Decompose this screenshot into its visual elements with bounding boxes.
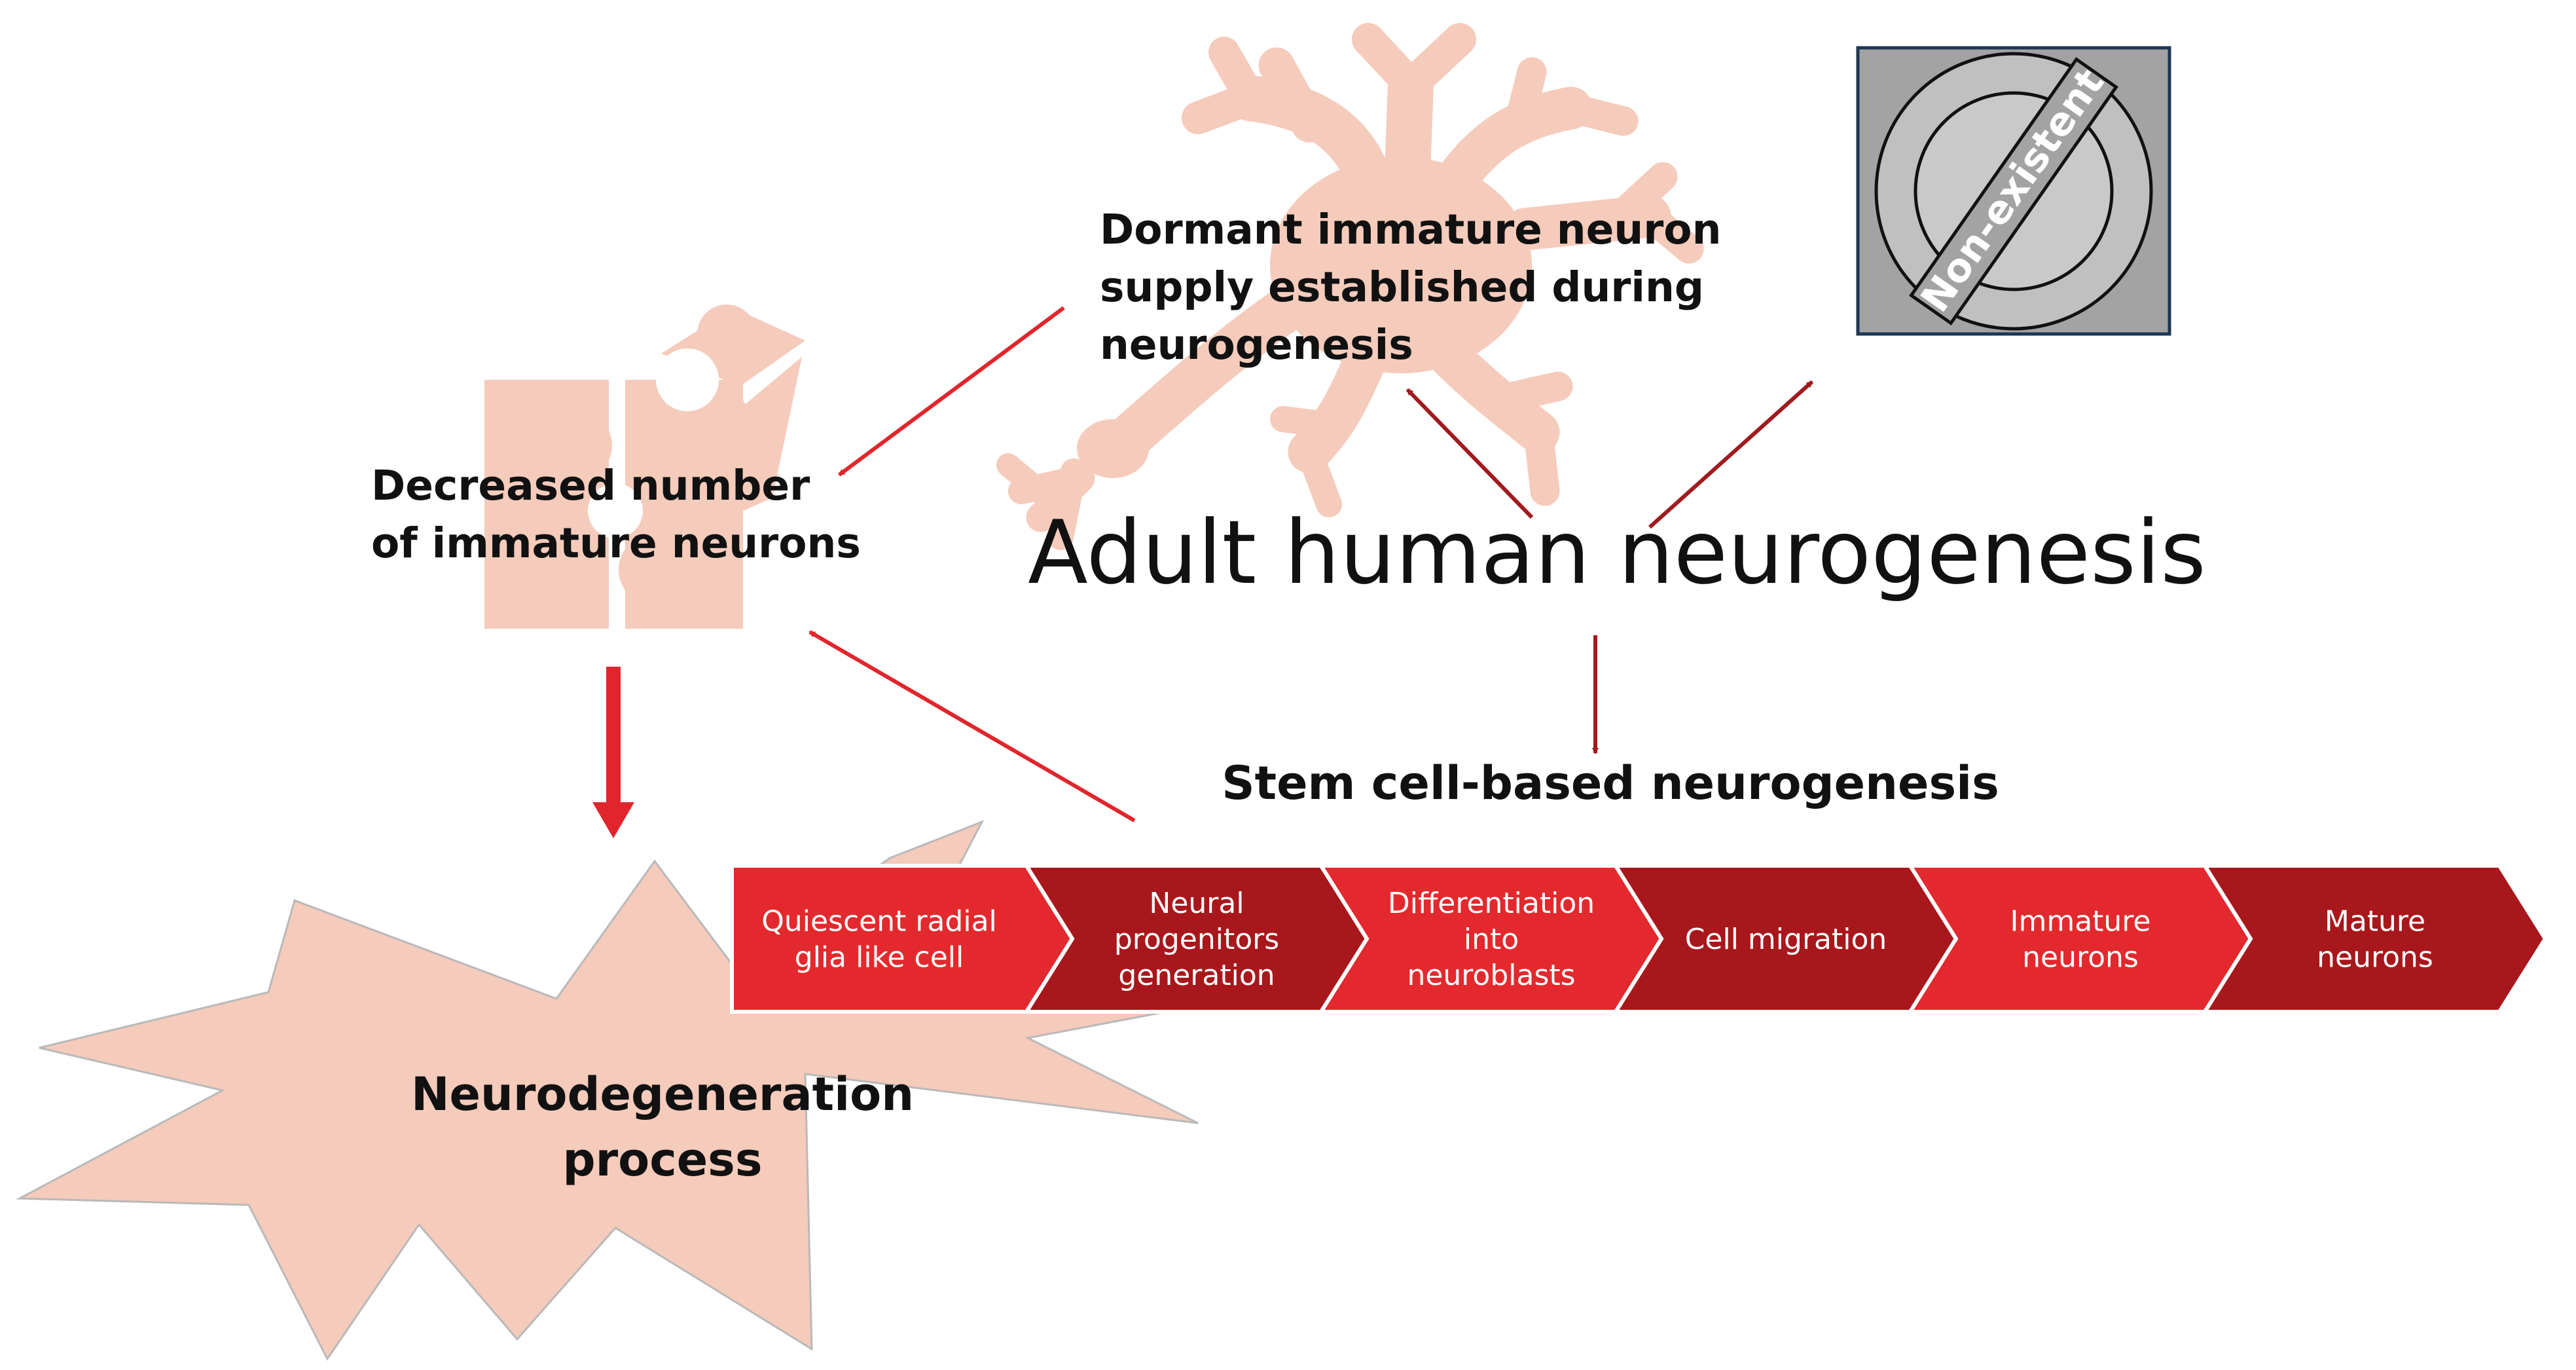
pipeline-step-label: Quiescent radial bbox=[761, 904, 997, 938]
pipeline-step-label: glia like cell bbox=[795, 940, 964, 974]
pipeline-step-label: into bbox=[1464, 923, 1519, 956]
arrow-decreased-to-neurodegeneration bbox=[592, 667, 634, 838]
arrow-adult-to-dormant bbox=[1406, 388, 1534, 519]
decreased-label-line: Decreased number bbox=[371, 462, 810, 509]
pipeline-step-chevron bbox=[730, 864, 1075, 1014]
pipeline-step-label: progenitors bbox=[1114, 923, 1279, 956]
puzzle-icon bbox=[484, 305, 805, 629]
pipeline-step-label: Immature bbox=[2010, 904, 2151, 938]
prohibited-icon bbox=[1856, 46, 2171, 336]
decreased-label: Decreased number of immature neurons bbox=[371, 462, 861, 567]
dormant-label-line: Dormant immature neuron bbox=[1100, 206, 1721, 253]
pipeline-step-label: neuroblasts bbox=[1407, 959, 1575, 992]
arrow-dormant-to-decreased bbox=[838, 306, 1065, 477]
pipeline-step-label: Mature bbox=[2325, 904, 2425, 938]
pipeline-step-label: Cell migration bbox=[1685, 923, 1887, 956]
pipeline-step-chevron bbox=[1906, 864, 2253, 1014]
neuron-icon bbox=[996, 23, 1704, 550]
arrow-adult-to-nonexistent bbox=[1648, 380, 1814, 529]
pipeline-step-label: Differentiation bbox=[1388, 887, 1595, 920]
pipeline-step-label: Neural bbox=[1149, 887, 1244, 920]
dormant-label: Dormant immature neuron supply establish… bbox=[1100, 206, 1721, 369]
neurodegeneration-label-line: Neurodegeneration bbox=[411, 1067, 914, 1121]
arrow-progenitors-to-decreased bbox=[808, 630, 1136, 823]
pipeline-step-chevron bbox=[2201, 864, 2548, 1014]
pipeline-step-label: neurons bbox=[2317, 940, 2433, 974]
stem-cell-label: Stem cell-based neurogenesis bbox=[1222, 756, 1999, 810]
pipeline-step-label: generation bbox=[1118, 959, 1275, 992]
central-title: Adult human neurogenesis bbox=[1028, 502, 2206, 604]
decreased-label-line: of immature neurons bbox=[371, 519, 861, 567]
neurodegeneration-label-line: process bbox=[562, 1133, 762, 1187]
dormant-label-line: neurogenesis bbox=[1100, 321, 1413, 369]
pipeline-step-label: neurons bbox=[2022, 940, 2139, 974]
dormant-label-line: supply established during bbox=[1100, 263, 1704, 311]
neurodegeneration-label: Neurodegeneration process bbox=[411, 1067, 914, 1187]
